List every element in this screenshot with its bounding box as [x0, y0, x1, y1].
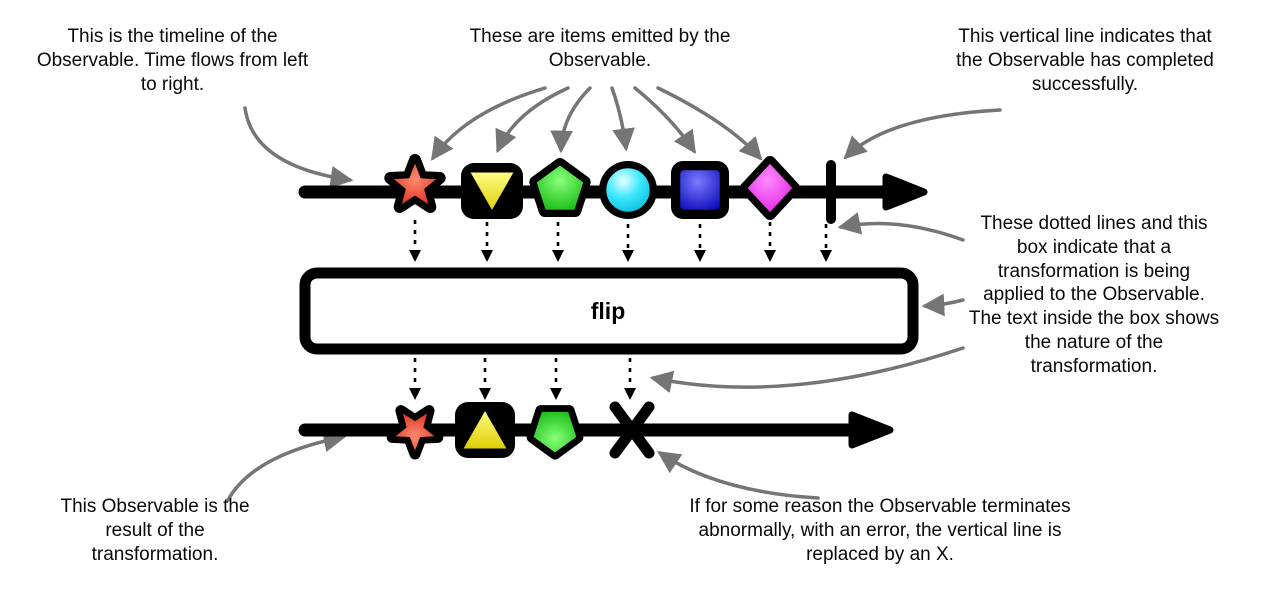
- item-blue-square: [671, 161, 729, 219]
- note-result: This Observable is the result of the tra…: [60, 496, 250, 565]
- item-cyan-circle: [599, 161, 657, 219]
- item-green-pentagon: [529, 158, 591, 217]
- arrow-transform-box: [921, 293, 965, 317]
- item-yellow-triangle-down: [461, 163, 523, 219]
- item-red-star: [384, 154, 446, 213]
- dashes-source-to-operator: [413, 220, 828, 250]
- arrow-transform-dashes-top: [837, 212, 965, 242]
- item-green-pentagon-flipped: [526, 405, 584, 460]
- note-items: These are items emitted by the Observabl…: [469, 26, 731, 71]
- annotation-arrows: [226, 86, 1002, 502]
- dashes-operator-to-result: [413, 358, 632, 388]
- source-timeline-arrowhead: [882, 173, 928, 211]
- item-yellow-triangle-up: [455, 402, 515, 458]
- arrows-items-note: [431, 86, 763, 161]
- arrow-completed-note: [843, 108, 1002, 160]
- item-red-star-flipped: [386, 405, 444, 460]
- note-timeline: This is the timeline of the Observable. …: [36, 26, 309, 95]
- note-error: If for some reason the Observable termin…: [689, 496, 1071, 565]
- note-transformation: These dotted lines and this box indicate…: [968, 213, 1220, 377]
- item-magenta-diamond: [740, 156, 800, 220]
- error-marker-x: [609, 401, 655, 459]
- dash-arrowheads-bottom: [409, 388, 636, 400]
- arrow-error-note: [657, 451, 820, 500]
- result-items: [386, 401, 655, 460]
- note-completed: This vertical line indicates that the Ob…: [956, 26, 1214, 95]
- operator-label: flip: [590, 297, 626, 324]
- arrow-result-note: [226, 429, 347, 502]
- source-items: [384, 154, 800, 220]
- arrow-transform-dashes-bottom: [649, 346, 965, 394]
- result-timeline-arrowhead: [848, 411, 894, 449]
- operator-box: [299, 267, 919, 355]
- dash-arrowheads-top: [409, 250, 832, 262]
- arrow-timeline-note: [243, 106, 354, 189]
